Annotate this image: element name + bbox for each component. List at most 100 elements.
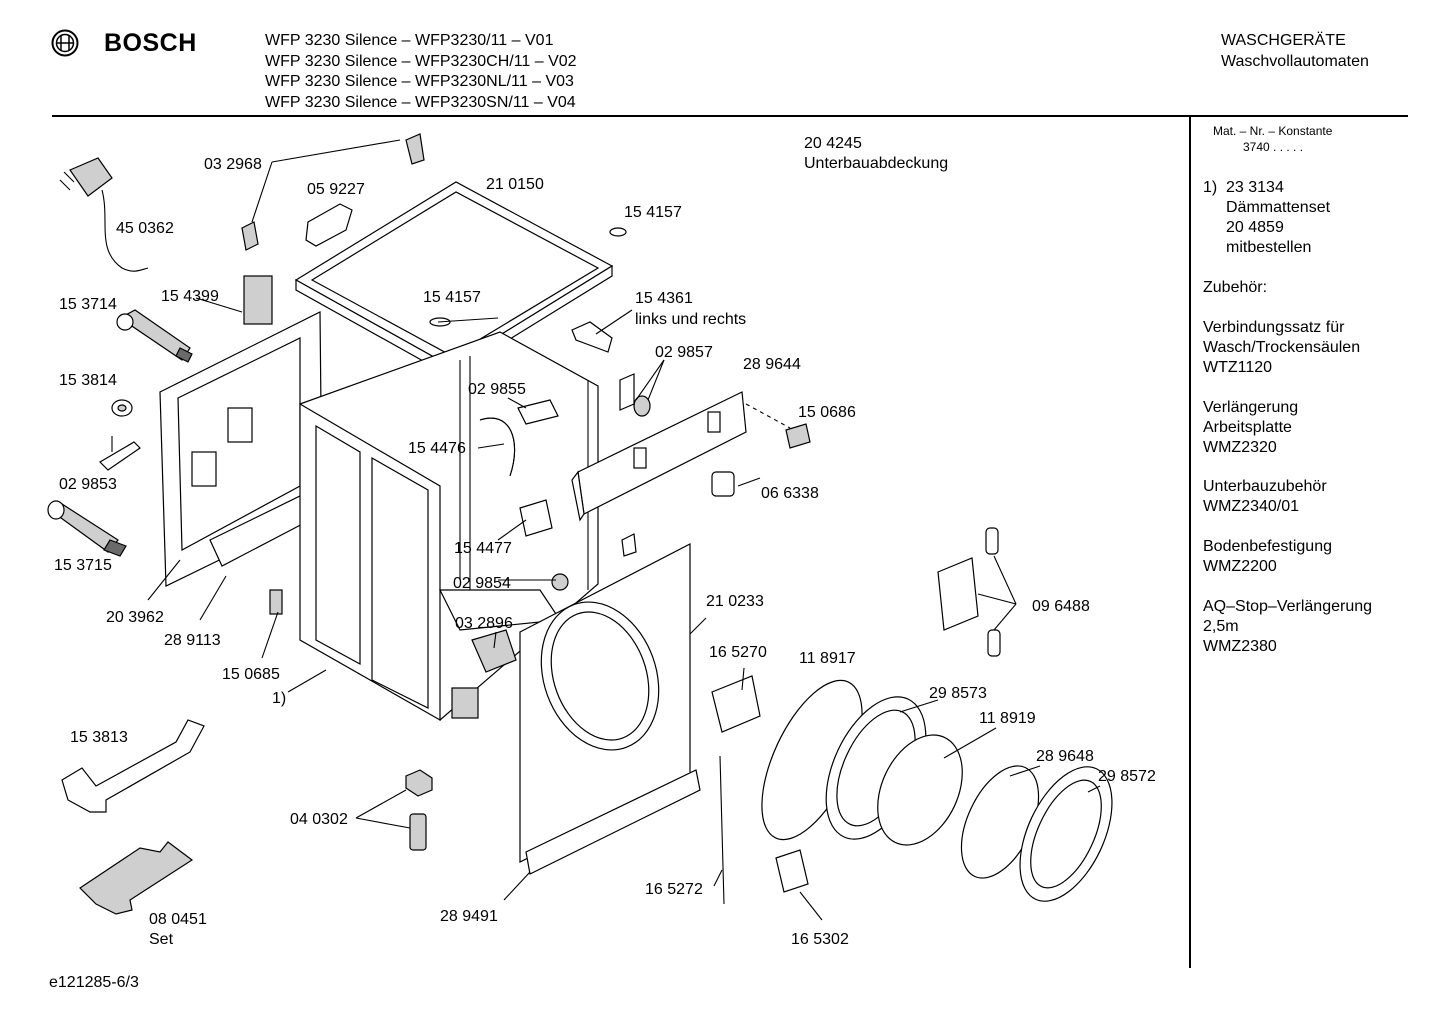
part-description: links und rechts — [635, 311, 747, 328]
handle-part — [305, 203, 353, 247]
part-label: 16 5302 — [791, 931, 849, 948]
part-label: 15 3714 — [59, 296, 117, 313]
part-label: 02 9857 — [655, 344, 713, 361]
nut-part — [405, 769, 433, 797]
bracket-part — [241, 221, 259, 251]
bracket-part — [519, 499, 553, 537]
part-description: Unterbauabdeckung — [804, 155, 949, 172]
header-rule — [52, 115, 1408, 117]
part-label: 15 0686 — [798, 404, 856, 421]
category-block: WASCHGERÄTE Waschvollautomaten — [1221, 31, 1369, 72]
accessory-line: WMZ2380 — [1203, 638, 1277, 655]
power-plug-part — [59, 157, 149, 272]
part-label: 03 2896 — [455, 615, 513, 632]
bracket-part — [405, 133, 425, 165]
accessory-line: WMZ2340/01 — [1203, 498, 1300, 515]
kick-panel-part — [525, 769, 701, 875]
part-label: 20 4245 — [804, 135, 862, 152]
leader-lines — [111, 139, 1101, 921]
part-label: 11 8917 — [799, 650, 856, 667]
lamp-part — [711, 471, 735, 497]
footnote-text: 23 3134 Dämmattenset 20 4859 mitbestelle… — [1226, 178, 1330, 258]
accessory-line: Verlängerung — [1203, 399, 1299, 416]
part-label: 11 8919 — [979, 710, 1036, 727]
footnote-line: 20 4859 — [1226, 219, 1284, 236]
accessory-line: Unterbauzubehör — [1203, 478, 1327, 495]
part-label: 09 6488 — [1032, 598, 1090, 615]
footnote-line: 23 3134 — [1226, 179, 1284, 196]
pin-part — [987, 629, 1001, 657]
model-line: WFP 3230 Silence – WFP3230CH/11 – V02 — [265, 52, 577, 70]
part-label: 20 3962 — [106, 609, 164, 626]
part-label: 02 9853 — [59, 476, 117, 493]
accessory-item: AQ–Stop–Verlängerung 2,5m WMZ2380 — [1203, 597, 1372, 657]
pump-part — [471, 629, 517, 673]
part-label: 21 0150 — [486, 176, 544, 193]
wrench-part — [61, 719, 205, 813]
part-label: 21 0233 — [706, 593, 764, 610]
footnote-marker: 1) — [1203, 179, 1218, 196]
part-label: 45 0362 — [116, 220, 174, 237]
accessory-line: WMZ2320 — [1203, 439, 1277, 456]
accessory-line: Bodenbefestigung — [1203, 538, 1332, 555]
part-label: 15 4399 — [161, 288, 219, 305]
bracket-part — [571, 321, 613, 353]
cable-part — [719, 755, 725, 905]
part-label: 15 4476 — [408, 440, 466, 457]
switch-part — [269, 589, 283, 615]
part-label: 15 3814 — [59, 372, 117, 389]
accessory-line: AQ–Stop–Verlängerung — [1203, 598, 1373, 615]
part-label: 15 4157 — [624, 204, 682, 221]
model-line: WFP 3230 Silence – WFP3230SN/11 – V04 — [265, 93, 576, 111]
footnote-line: mitbestellen — [1226, 239, 1312, 256]
part-label: 28 9644 — [743, 356, 801, 373]
model-line: WFP 3230 Silence – WFP3230/11 – V01 — [265, 32, 554, 49]
mat-nr-value: 3740 . . . . . — [1243, 140, 1304, 154]
footnote-line: Dämmattenset — [1226, 199, 1331, 216]
clip-part — [785, 423, 811, 449]
control-rail-part — [571, 391, 747, 522]
category-subtitle: Waschvollautomaten — [1221, 52, 1369, 70]
accessory-line: Arbeitsplatte — [1203, 419, 1292, 436]
category-title: WASCHGERÄTE — [1221, 32, 1346, 49]
part-label: 08 0451 — [149, 911, 207, 928]
part-label: 16 5272 — [645, 881, 703, 898]
accessory-item: Verbindungssatz für Wasch/Trockensäulen … — [1203, 318, 1360, 378]
part-label: 15 0685 — [222, 666, 280, 683]
bosch-logo — [50, 28, 80, 58]
part-label: 15 4157 — [423, 289, 481, 306]
outer-ring-part — [1030, 779, 1102, 889]
accessory-item: Verlängerung Arbeitsplatte WMZ2320 — [1203, 398, 1298, 458]
document-code: e121285-6/3 — [49, 974, 139, 991]
hinge-part — [775, 849, 809, 893]
part-label: 05 9227 — [307, 181, 365, 198]
accessory-line: 2,5m — [1203, 618, 1239, 635]
part-label: 28 9648 — [1036, 748, 1094, 765]
drain-hose-part — [116, 309, 193, 363]
accessory-item: Bodenbefestigung WMZ2200 — [1203, 537, 1332, 577]
bracket-part — [517, 399, 559, 425]
model-list: WFP 3230 Silence – WFP3230/11 – V01 WFP … — [265, 31, 577, 113]
leader-line — [745, 403, 791, 429]
bracket-part — [619, 373, 635, 411]
accessories-title: Zubehör: — [1203, 279, 1268, 296]
hinge-bracket-part — [937, 557, 979, 631]
brand-name: BOSCH — [104, 29, 197, 57]
small-cap-part — [609, 227, 627, 237]
accessory-line: WTZ1120 — [1203, 359, 1273, 376]
part-label: 1) — [272, 690, 287, 707]
accessory-line: Verbindungssatz für — [1203, 319, 1345, 336]
transport-set-part — [79, 841, 194, 915]
accessory-line: WMZ2200 — [1203, 558, 1277, 575]
part-label: 15 4477 — [454, 540, 512, 557]
part-label: 16 5270 — [709, 644, 767, 661]
accessory-line: Wasch/Trockensäulen — [1203, 339, 1361, 356]
knob-part — [111, 399, 133, 417]
model-line: WFP 3230 Silence – WFP3230NL/11 – V03 — [265, 73, 574, 90]
knob-part — [633, 395, 651, 417]
accessory-item: Unterbauzubehör WMZ2340/01 — [1203, 477, 1327, 517]
mat-nr-label: Mat. – Nr. – Konstante — [1213, 124, 1333, 138]
part-description: Set — [149, 931, 174, 948]
bosch-armature-icon — [51, 29, 79, 57]
